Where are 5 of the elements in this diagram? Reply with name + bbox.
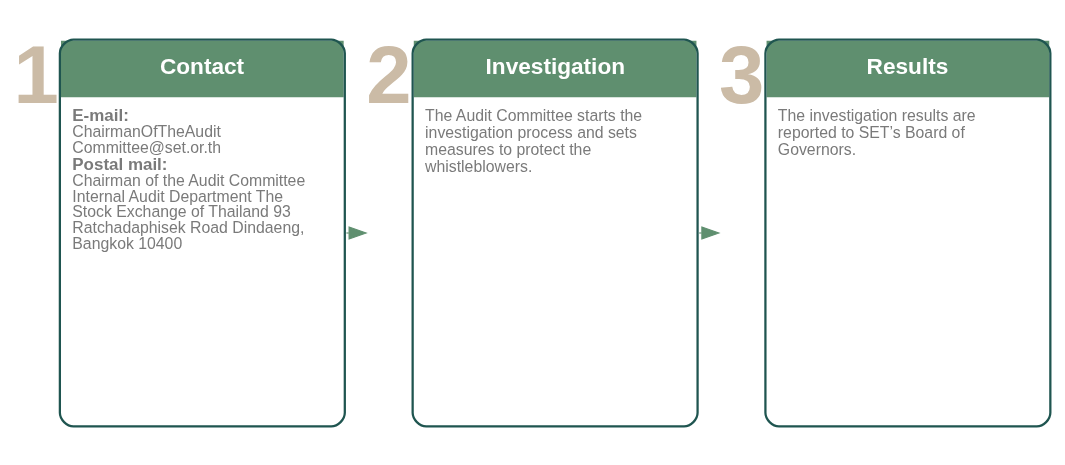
arrow	[698, 225, 721, 240]
node-label: 2	[366, 28, 412, 120]
node-label: 3	[719, 28, 765, 120]
arrow	[345, 225, 368, 240]
node-label: 1	[13, 28, 59, 120]
